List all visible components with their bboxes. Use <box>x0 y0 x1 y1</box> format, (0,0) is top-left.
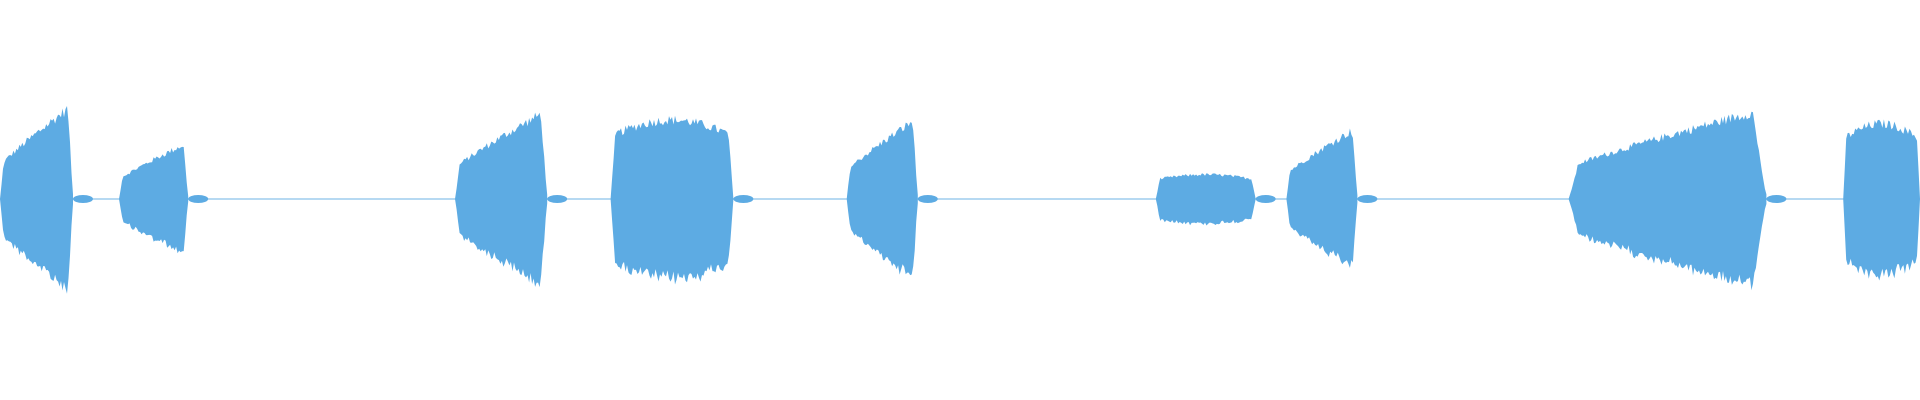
waveform-segment-1 <box>0 106 73 294</box>
waveform-tail-2 <box>188 195 209 203</box>
waveform-segment-5 <box>846 122 918 276</box>
waveform-segments <box>0 106 1920 294</box>
waveform-segment-2 <box>119 146 189 254</box>
waveform-tail-4 <box>733 195 754 203</box>
waveform-segment-4 <box>610 115 734 285</box>
waveform-tail-1 <box>73 195 93 203</box>
waveform-tail-7 <box>1357 195 1378 203</box>
waveform-segment-8 <box>1568 111 1767 291</box>
waveform-tail-8 <box>1766 195 1787 203</box>
waveform-segment-7 <box>1286 128 1358 268</box>
waveform-segment-6 <box>1155 173 1256 226</box>
waveform-tail-3 <box>547 195 568 203</box>
waveform-segment-3 <box>455 112 548 288</box>
waveform-tail-6 <box>1255 195 1276 203</box>
waveform-segment-9 <box>1843 119 1920 281</box>
waveform-tail-5 <box>917 195 938 203</box>
